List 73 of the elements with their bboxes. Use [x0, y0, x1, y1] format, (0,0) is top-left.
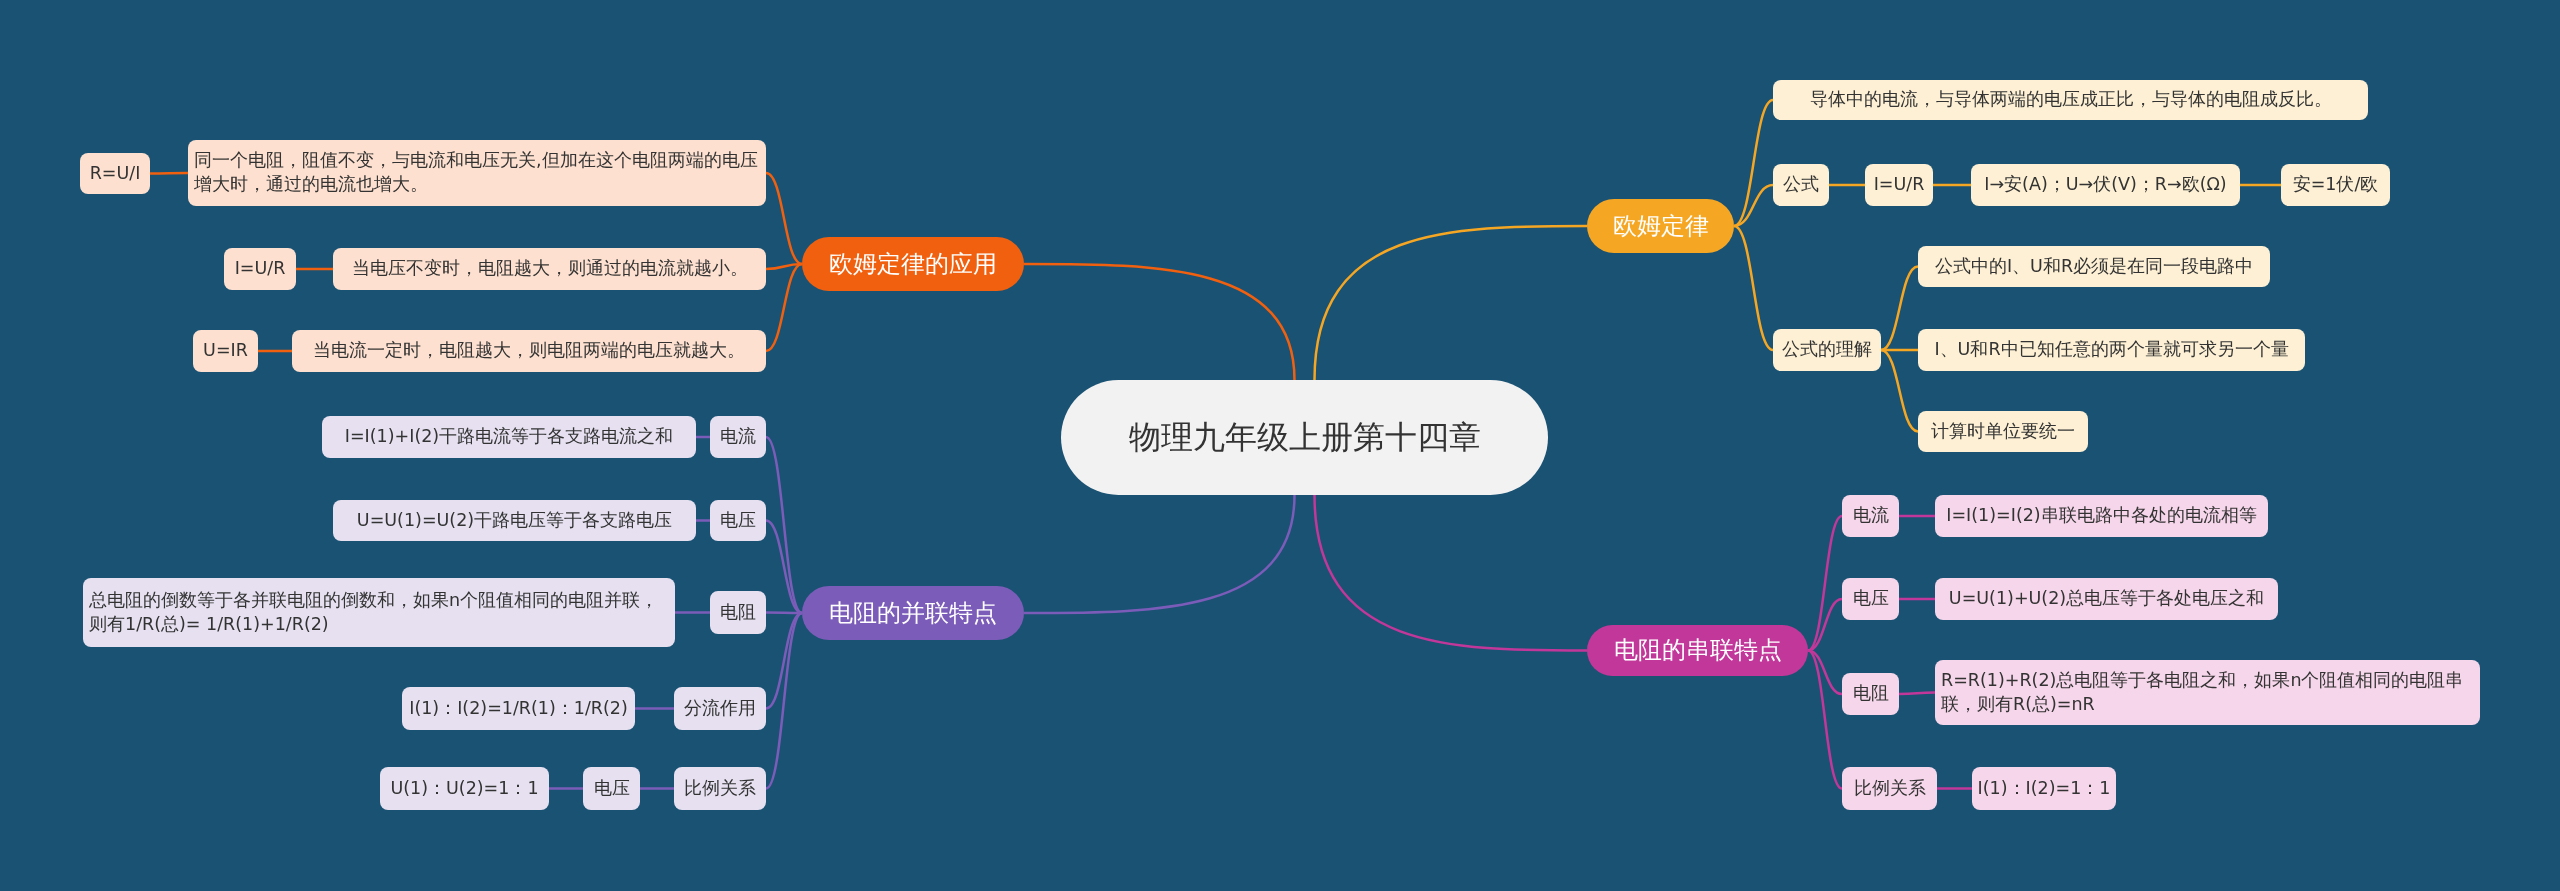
topic-box: 导体中的电流，与导体两端的电压成正比，与导体的电阻成反比。	[1773, 80, 2368, 120]
connector-line	[765, 611, 803, 710]
branch-topic: 欧姆定律的应用	[802, 237, 1024, 291]
topic-box: 公式中的I、U和R必须是在同一段电路中	[1918, 246, 2270, 287]
connector-line	[1881, 348, 1918, 352]
connector-line	[635, 707, 674, 710]
connector-line	[765, 171, 803, 266]
topic-box: 电阻	[710, 591, 766, 634]
topic-box: U=IR	[193, 330, 258, 372]
topic-box: 电流	[710, 416, 766, 458]
topic-box: 比例关系	[1842, 767, 1937, 810]
topic-box: 电压	[583, 767, 640, 810]
connector-line	[1807, 597, 1843, 652]
connector-line	[1899, 597, 1935, 601]
connector-line	[765, 612, 803, 790]
topic-box: U=U(1)=U(2)干路电压等于各支路电压	[333, 500, 696, 541]
connector-line	[640, 787, 674, 790]
connector-line	[1024, 494, 1296, 615]
connector-line	[1933, 183, 1971, 187]
topic-box: I=U/R	[224, 248, 296, 290]
topic-box: I=U/R	[1865, 164, 1933, 206]
connector-line	[1880, 348, 1919, 433]
topic-box: 电压	[710, 500, 766, 541]
topic-box: 同一个电阻，阻值不变，与电流和电压无关,但加在这个电阻两端的电压增大时，通过的电流也增大。	[188, 140, 766, 206]
connector-line	[1733, 183, 1774, 228]
branch-topic: 电阻的并联特点	[802, 586, 1024, 640]
topic-box: I(1)：I(2)=1：1	[1972, 767, 2116, 810]
connector-line	[765, 436, 803, 614]
topic-box: 公式	[1773, 164, 1829, 206]
topic-box: 当电压不变时，电阻越大，则通过的电流就越小。	[333, 248, 766, 290]
branch-topic: 电阻的串联特点	[1587, 625, 1808, 676]
topic-box: 比例关系	[674, 767, 766, 810]
connector-line	[1899, 691, 1935, 696]
connector-line	[549, 787, 583, 790]
connector-line	[150, 171, 188, 175]
central-topic: 物理九年级上册第十四章	[1061, 380, 1548, 495]
connector-line	[2240, 183, 2281, 187]
connector-line	[1807, 514, 1843, 652]
connector-line	[1807, 649, 1843, 790]
topic-box: I(1)：I(2)=1/R(1)：1/R(2)	[402, 687, 635, 730]
connector-line	[675, 611, 710, 614]
connector-line	[1807, 649, 1843, 696]
connector-line	[1733, 224, 1774, 352]
topic-box: R=U/I	[80, 153, 150, 194]
connector-line	[258, 349, 292, 353]
connector-line	[1829, 183, 1865, 187]
topic-box: I、U和R中已知任意的两个量就可求另一个量	[1918, 329, 2305, 371]
topic-box: 电流	[1842, 495, 1899, 537]
topic-box: R=R(1)+R(2)总电阻等于各电阻之和，如果n个阻值相同的电阻串联，则有R(总)=nR	[1935, 660, 2480, 725]
connector-line	[296, 267, 333, 271]
topic-box: 电阻	[1842, 673, 1899, 715]
connector-line	[1313, 494, 1587, 652]
topic-box: 安=1伏/欧	[2281, 164, 2390, 206]
topic-box: 分流作用	[674, 687, 766, 730]
branch-topic: 欧姆定律	[1587, 199, 1734, 253]
topic-box: 公式的理解	[1773, 329, 1881, 371]
connector-line	[1880, 265, 1919, 352]
connector-line	[1024, 262, 1296, 381]
connector-line	[696, 519, 710, 522]
connector-line	[765, 262, 803, 353]
topic-box: I→安(A)；U→伏(V)；R→欧(Ω)	[1971, 164, 2240, 206]
connector-line	[1937, 787, 1972, 790]
topic-box: 电压	[1842, 578, 1899, 620]
topic-box: U=U(1)+U(2)总电压等于各处电压之和	[1935, 578, 2278, 620]
topic-box: 总电阻的倒数等于各并联电阻的倒数和，如果n个阻值相同的电阻并联，则有1/R(总)= 1/R(1)+1/R(2)	[83, 578, 675, 647]
connector-line	[1313, 224, 1587, 381]
topic-box: 计算时单位要统一	[1918, 411, 2088, 452]
topic-box: U(1)：U(2)=1：1	[380, 767, 549, 810]
connector-line	[1733, 98, 1774, 228]
topic-box: I=I(1)=I(2)串联电路中各处的电流相等	[1935, 495, 2268, 537]
topic-box: I=I(1)+I(2)干路电流等于各支路电流之和	[322, 416, 696, 458]
topic-box: 当电流一定时，电阻越大，则电阻两端的电压就越大。	[292, 330, 766, 372]
connector-line	[1899, 514, 1935, 518]
